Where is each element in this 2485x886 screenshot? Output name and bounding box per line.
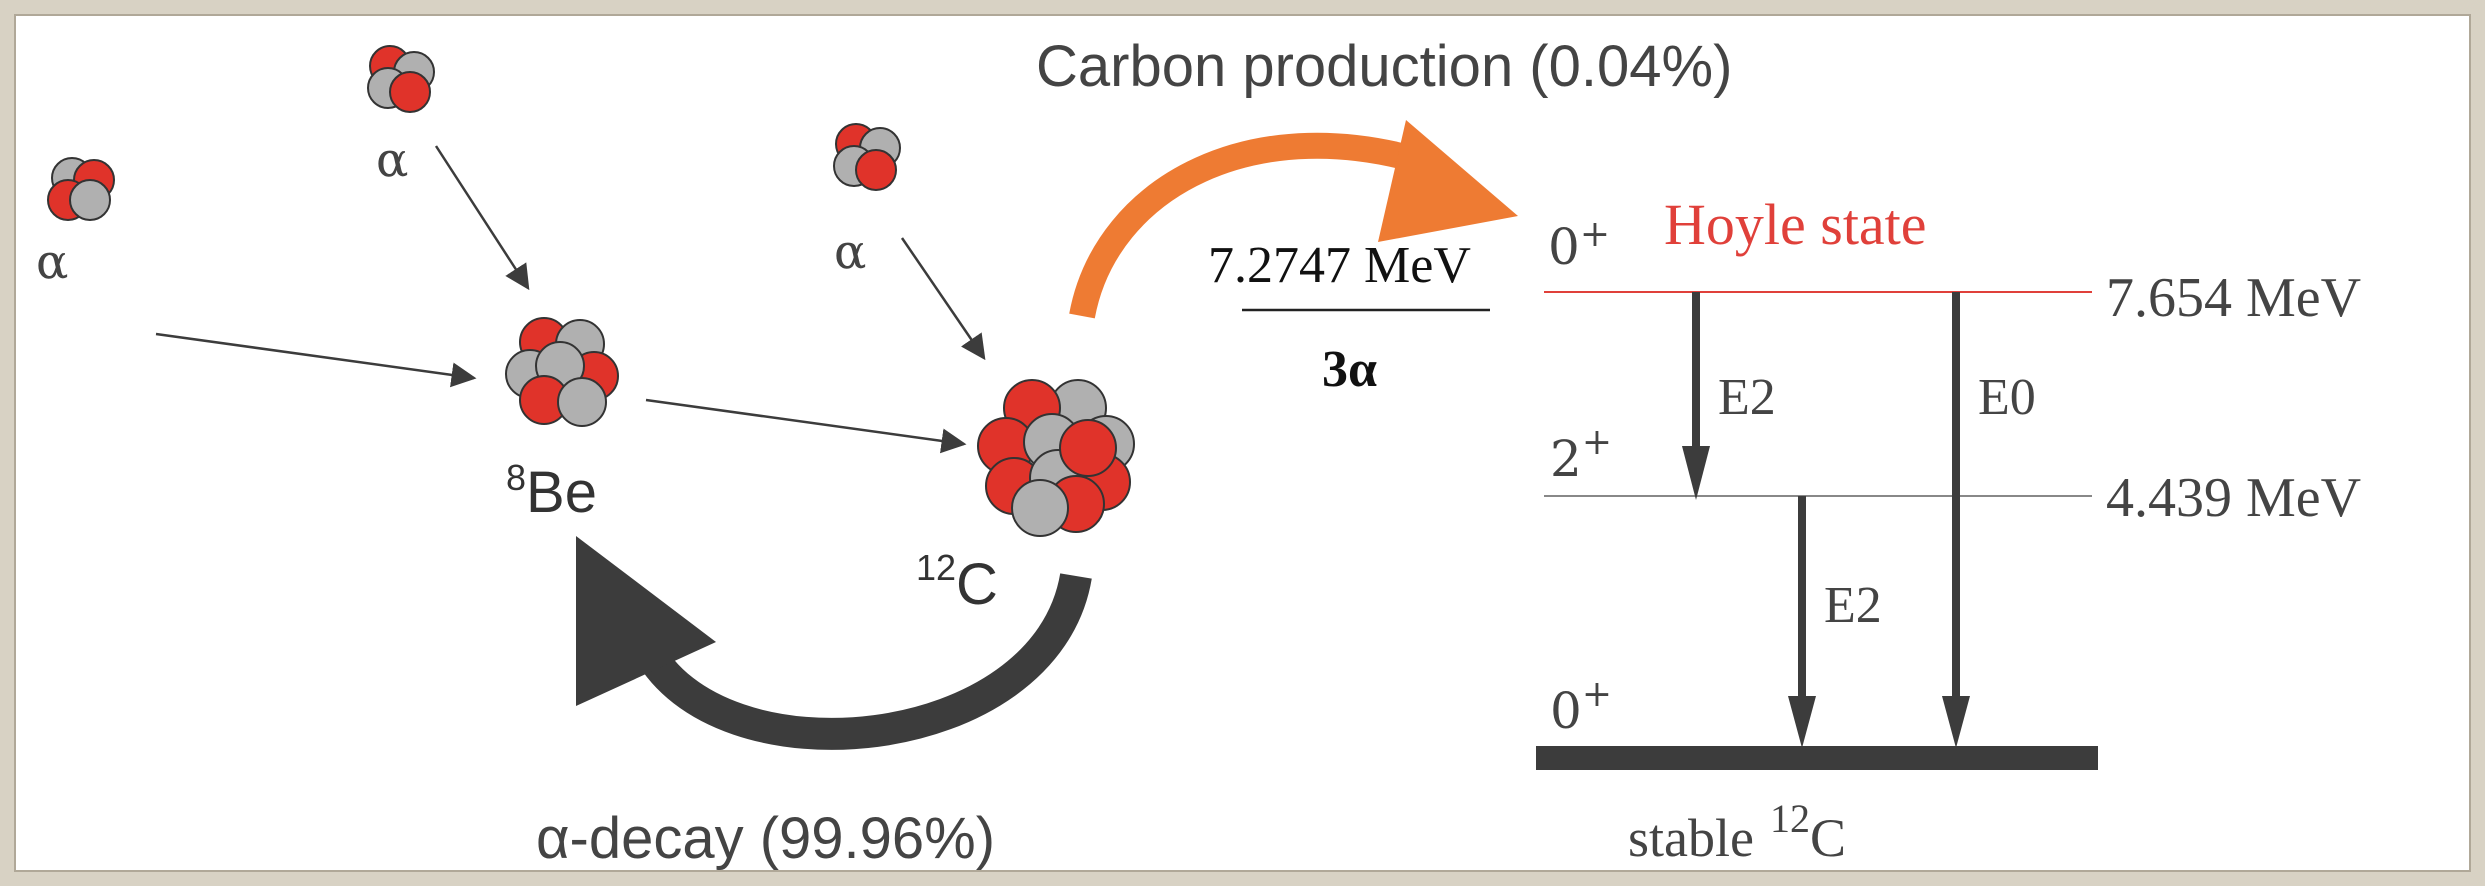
ground-parity: +: [1582, 674, 1612, 715]
hoyle-energy: 7.654 MeV: [2106, 267, 2361, 329]
be-8-mass-number: 8: [506, 457, 526, 498]
transition-e2-2plus-label: E2: [1824, 577, 1882, 634]
transition-e0-arrowhead: [1942, 696, 1970, 748]
hoyle-state-label: Hoyle state: [1664, 192, 1927, 257]
arrow-be-to-c: [645, 398, 967, 454]
alpha-label-top: α: [376, 132, 408, 188]
alpha-label-left: α: [36, 234, 68, 290]
transition-e0-label: E0: [1978, 369, 2036, 426]
first-excited-spin-parity: 2+: [1550, 422, 1612, 488]
c-12-label: 12C: [916, 547, 998, 617]
alpha-decay-label: α-decay (99.96%): [536, 806, 995, 870]
ground-spin: 0: [1550, 682, 1582, 740]
c-12-symbol: C: [956, 552, 998, 617]
arrow-alpha-to-be: [155, 332, 477, 388]
alpha-particle-left: [47, 157, 115, 221]
ground-state-label: stable 12C: [1628, 796, 1846, 868]
ground-mass-number: 12: [1770, 796, 1810, 841]
ground-symbol: C: [1810, 808, 1846, 868]
be-8-label: 8Be: [506, 457, 597, 525]
carbon-production-arrow: [1069, 132, 1441, 319]
hoyle-spin: 0: [1548, 218, 1580, 276]
alpha-particle-right: [833, 123, 901, 191]
carbon-production-arrowhead: [1378, 120, 1518, 242]
arrow-alpha-right-to-c: [900, 237, 986, 361]
arrow-alpha-top-to-be: [434, 145, 530, 291]
be-8-symbol: Be: [526, 460, 597, 525]
figure-canvas: α α α 8Be 12C: [14, 14, 2471, 872]
alpha-decay-arrow: [631, 572, 1092, 750]
hoyle-spin-parity: 0+: [1548, 214, 1610, 276]
first-excited-energy: 4.439 MeV: [2106, 467, 2361, 529]
transition-e2-2plus-arrowhead: [1788, 696, 1816, 748]
beryllium-8-nucleus: [505, 317, 619, 427]
transition-e2-hoyle-label: E2: [1718, 369, 1776, 426]
threshold-label: 3α: [1322, 341, 1377, 398]
threshold-energy: 7.2747 MeV: [1208, 237, 1471, 294]
first-excited-parity: +: [1582, 422, 1612, 463]
carbon-production-label: Carbon production (0.04%): [1036, 34, 1732, 99]
first-excited-spin: 2: [1550, 430, 1582, 488]
carbon-12-nucleus: [977, 379, 1135, 537]
transition-e2-hoyle-arrowhead: [1682, 446, 1710, 500]
c-12-mass-number: 12: [916, 547, 956, 588]
ground-prefix: stable: [1628, 808, 1754, 868]
ground-level-bar: [1536, 746, 2098, 770]
alpha-particle-top: [367, 45, 435, 113]
alpha-decay-arrowhead: [576, 536, 716, 706]
hoyle-parity: +: [1580, 214, 1610, 255]
alpha-label-right: α: [834, 224, 866, 280]
triple-alpha-diagram: α α α 8Be 12C: [36, 34, 2361, 871]
ground-spin-parity: 0+: [1550, 674, 1612, 740]
